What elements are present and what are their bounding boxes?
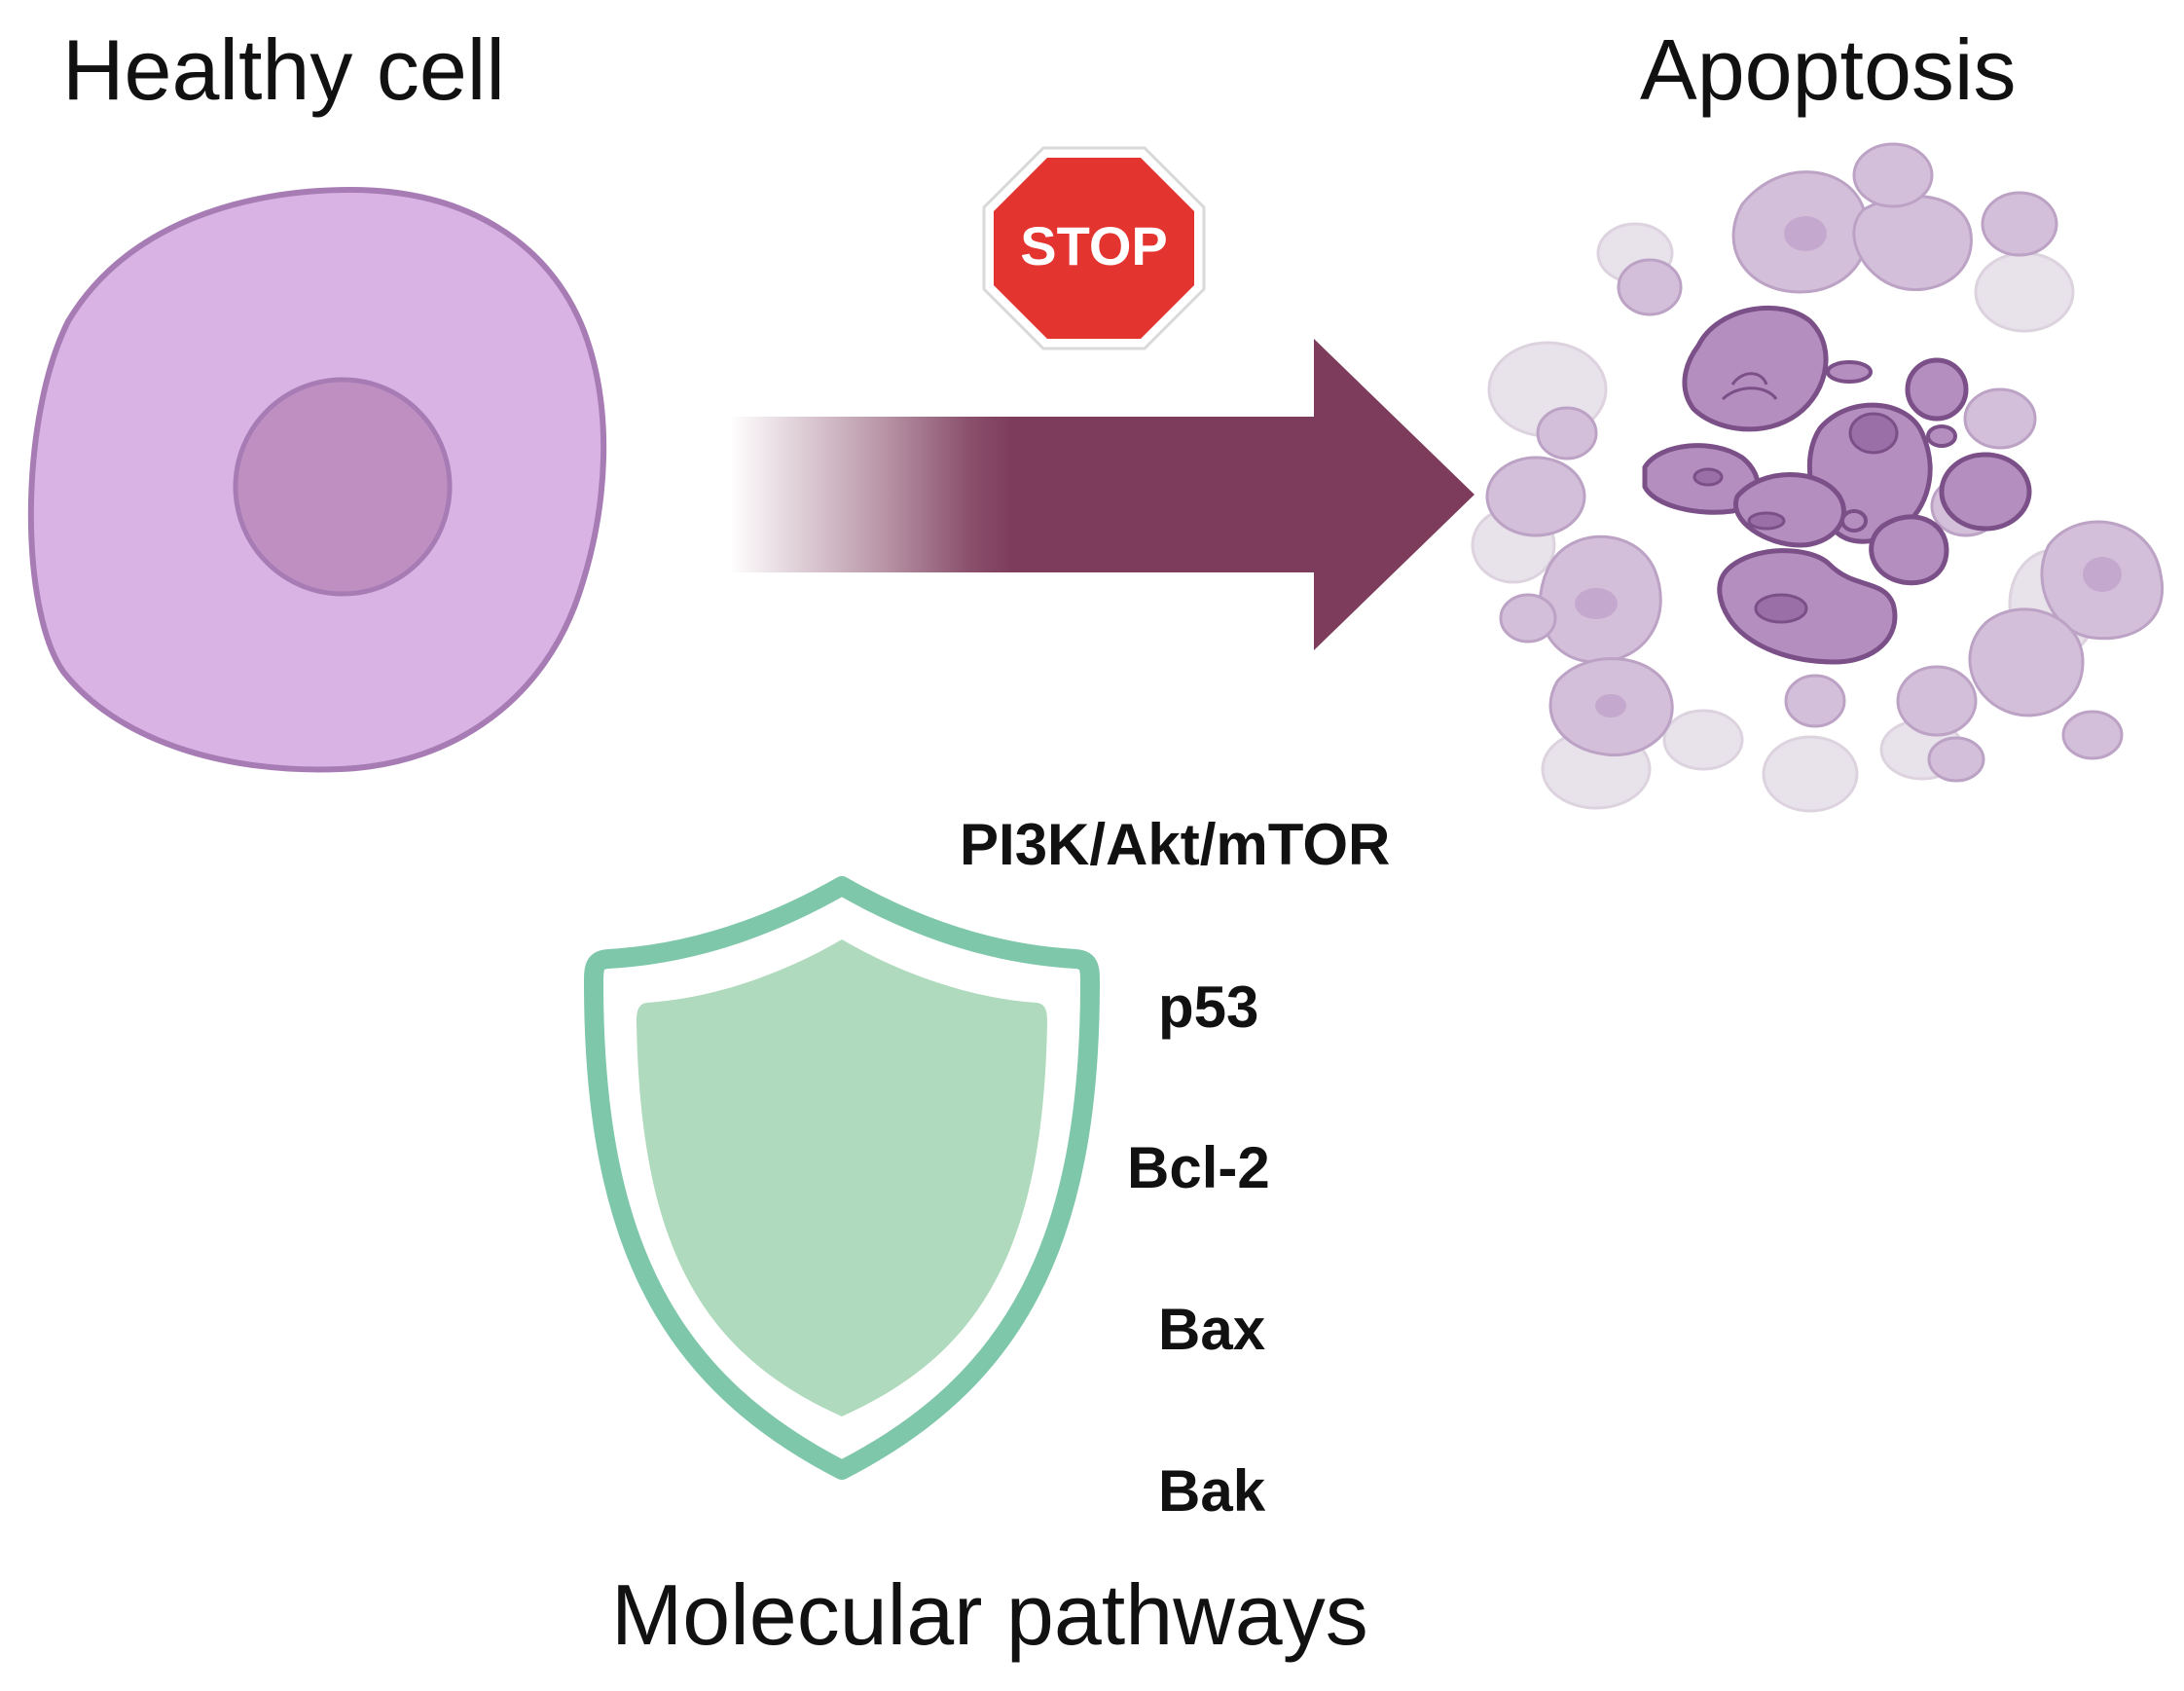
apoptosis-title: Apoptosis [1640,21,2017,118]
arrow-shaft [730,417,1314,572]
molecular-pathways-title: Molecular pathways [611,1566,1368,1663]
stop-sign-icon: STOP [982,146,1206,350]
mid-bleb-organelles [1575,216,2122,717]
pathway-label-bax: Bax [1158,1297,1266,1362]
pathway-label-pi3k-akt-mtor: PI3K/Akt/mTOR [960,812,1391,877]
progression-arrow-icon [730,339,1474,650]
stop-sign-text: STOP [1020,215,1167,276]
central-blebs [1642,305,2032,665]
pathway-label-bcl-2: Bcl-2 [1127,1135,1270,1200]
shield-icon [584,876,1100,1480]
central-organelles [1693,372,1899,624]
pathway-label-p53: p53 [1158,974,1259,1040]
shield-face [637,939,1047,1416]
stop-sign-face [994,158,1194,339]
fragments [1826,360,1957,533]
nucleus [233,377,453,597]
apoptotic-cell-icon [1471,142,2164,813]
healthy-cell-icon [27,186,607,773]
healthy-cell-title: Healthy cell [62,21,505,118]
pathway-label-bak: Bak [1158,1458,1266,1524]
arrow-head [1314,339,1474,650]
